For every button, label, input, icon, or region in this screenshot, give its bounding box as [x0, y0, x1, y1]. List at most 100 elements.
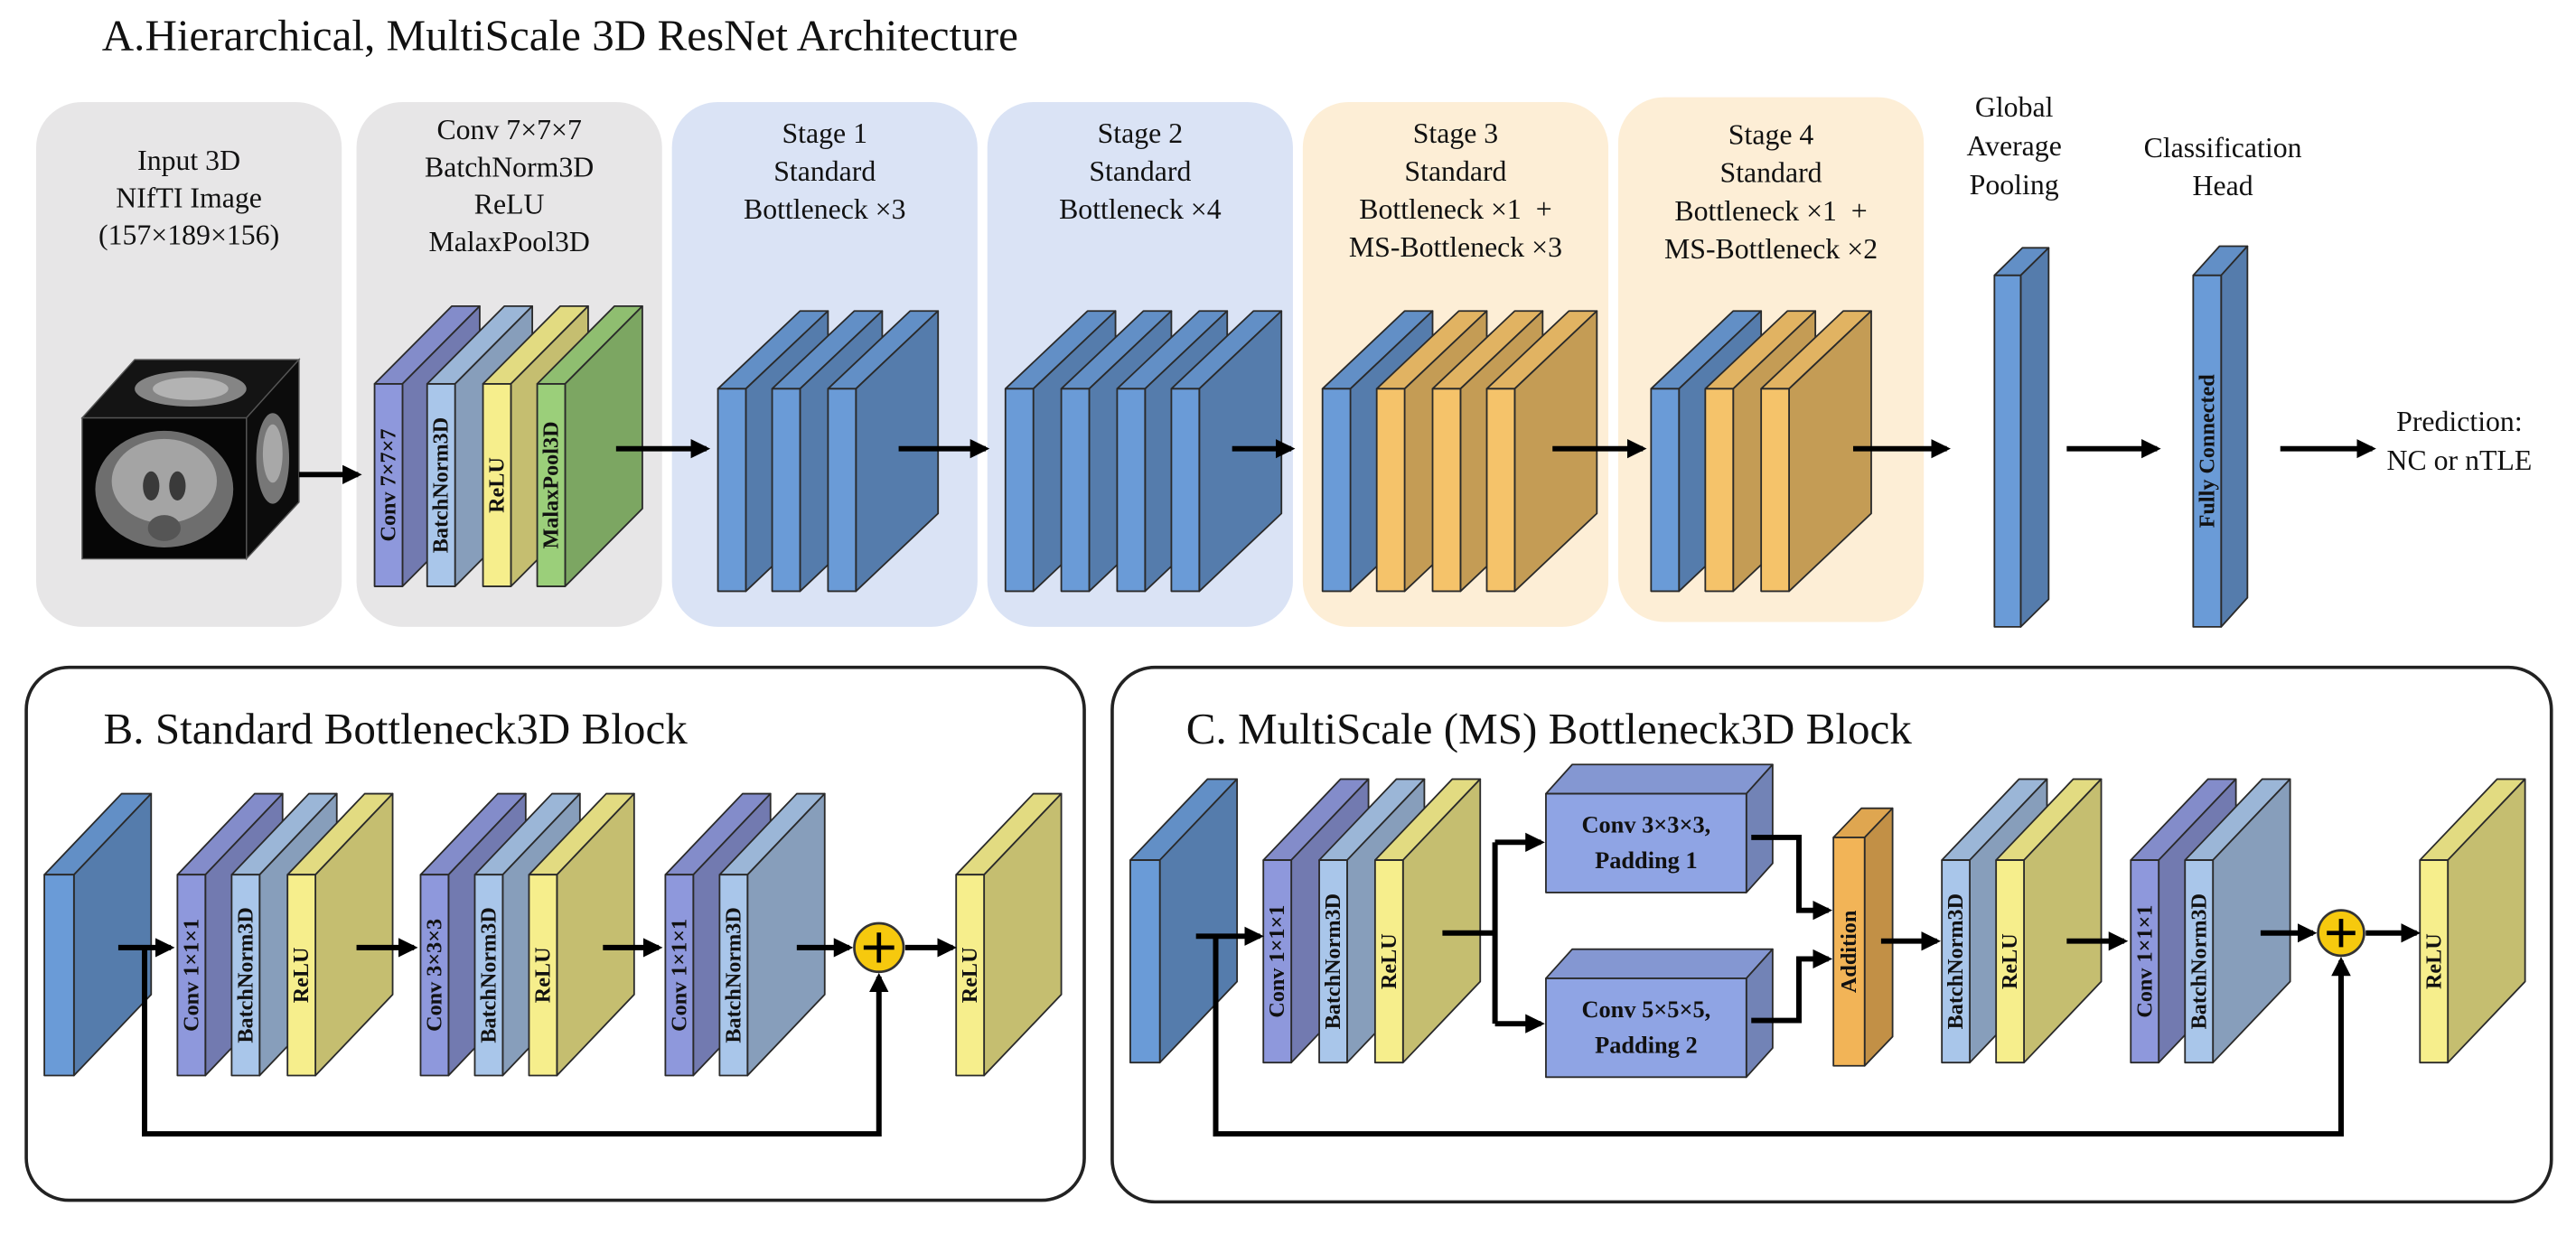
- ms-layer-slab: ReLU: [2419, 778, 2526, 1064]
- panel-c-title: C. MultiScale (MS) Bottleneck3D Block: [1186, 705, 1913, 753]
- slab-label: MalaxPool3D: [539, 421, 563, 548]
- slab-front-face: [1004, 388, 1035, 593]
- slab-front-face: [1650, 388, 1681, 593]
- brainstem: [147, 515, 182, 541]
- header-line: (157×189×156): [98, 220, 279, 251]
- slab-side-face: [2220, 245, 2249, 628]
- ms-layer-slab: ReLU: [1373, 778, 1482, 1064]
- pooling-label-line: Pooling: [1970, 169, 2059, 201]
- pooling-label-line: Average: [1966, 130, 2061, 162]
- header-line: Stage 2: [1098, 117, 1183, 149]
- slab-side-face: [1863, 807, 1894, 1067]
- global-average-pooling-slab: [1993, 247, 2050, 628]
- slab-front-face: [718, 874, 749, 1077]
- slab-front-face: [419, 874, 450, 1077]
- slab-front-face: [1060, 388, 1091, 593]
- slab-label: ReLU: [484, 457, 509, 513]
- header-line: Input 3D: [137, 145, 240, 176]
- slab-front-face: [2184, 859, 2215, 1064]
- header-line: ReLU: [474, 189, 545, 220]
- slab-front-face: [2419, 859, 2450, 1064]
- stage-4-block-slab: [1760, 310, 1872, 593]
- header-line: MalaxPool3D: [428, 226, 589, 257]
- slab-front-face: [1375, 388, 1406, 593]
- slab-front-face: [1995, 859, 2025, 1064]
- slab-front-face: [827, 388, 857, 593]
- ventricle-right: [169, 471, 186, 501]
- sagittal-slice-detail: [262, 424, 283, 483]
- b-skip-connection: [142, 947, 889, 1137]
- slab-front-face: [1941, 859, 1971, 1064]
- slab-front-face: [230, 874, 261, 1077]
- head-label-line: Classification: [2144, 132, 2302, 164]
- slab-front-face: [1129, 859, 1161, 1064]
- slab-label: BatchNorm3D: [2187, 893, 2211, 1029]
- slab-front-face: [771, 388, 801, 593]
- slab-front-face: [1431, 388, 1462, 593]
- slab-front-face: [1373, 859, 1404, 1064]
- stage-1-block-slab: [827, 310, 940, 593]
- slab-label: Fully Connected: [2195, 374, 2219, 528]
- slab-front-face: [1704, 388, 1735, 593]
- header-line: BatchNorm3D: [425, 152, 594, 183]
- header-line: Bottleneck ×1 +: [1359, 193, 1551, 225]
- slab-front-face: [1545, 977, 1747, 1079]
- slab-label: ReLU: [958, 947, 982, 1003]
- header-line: NIfTI Image: [116, 182, 262, 214]
- slab-label: BatchNorm3D: [429, 417, 454, 553]
- slab-front-face: [2192, 274, 2223, 628]
- slab-front-face: [2130, 859, 2160, 1064]
- bottleneck-layer-slab: BatchNorm3D: [718, 792, 826, 1077]
- header-line: Stage 4: [1728, 119, 1814, 151]
- bottleneck-layer-slab: ReLU: [286, 792, 394, 1077]
- slab-front-face: [664, 874, 695, 1077]
- c-merge-arrow-2: [1751, 949, 1833, 1024]
- header-line: Standard: [1720, 157, 1822, 189]
- brain-mri-cube-icon: [80, 358, 301, 561]
- slab-front-face: [528, 874, 558, 1077]
- ms-layer-slab: ReLU: [1995, 778, 2103, 1064]
- c-skip-connection: [1213, 936, 2351, 1137]
- slab-label: BatchNorm3D: [721, 907, 745, 1043]
- slab-top-face: [1545, 763, 1774, 795]
- plus-sign: [2327, 919, 2356, 948]
- slab-front-face: [176, 874, 207, 1077]
- slab-front-face: [1993, 274, 2022, 628]
- pooling-label-line: Global: [1975, 91, 2054, 123]
- bottleneck-layer-slab: ReLU: [528, 792, 635, 1077]
- slab-label: ReLU: [530, 947, 555, 1003]
- prediction-label-line: NC or nTLE: [2387, 444, 2533, 476]
- slab-front-face: [1262, 859, 1293, 1064]
- slab-label: ReLU: [1998, 933, 2022, 989]
- slab-label: Addition: [1837, 910, 1861, 993]
- header-line: Standard: [773, 155, 876, 187]
- conv-3x3x3-branch-box: Conv 3×3×3,Padding 1: [1545, 763, 1774, 893]
- prediction-label-line: Prediction:: [2396, 406, 2523, 437]
- fully-connected-slab: Fully Connected: [2192, 245, 2249, 628]
- stem-layer-slab: MalaxPool3D: [536, 304, 643, 587]
- slab-label: ReLU: [289, 947, 314, 1003]
- plus-sign: [863, 932, 895, 963]
- header-line: Stage 1: [782, 117, 867, 149]
- header-line: Bottleneck ×3: [744, 193, 906, 225]
- slab-front-face: [1760, 388, 1790, 593]
- slab-label: Conv 1×1×1: [667, 919, 691, 1032]
- ms-layer-slab: BatchNorm3D: [2184, 778, 2291, 1064]
- slab-label: BatchNorm3D: [233, 907, 258, 1043]
- slab-front-face: [717, 388, 747, 593]
- conv-5x5x5-branch-box: Conv 5×5×5, Padding 2: [1545, 948, 1774, 1079]
- slab-label: Conv 3×3×3: [422, 919, 446, 1032]
- slab-label: BatchNorm3D: [1321, 893, 1345, 1029]
- bottleneck-layer-slab: ReLU: [955, 792, 1063, 1077]
- slab-front-face: [473, 874, 504, 1077]
- branch-label-line: Padding 2: [1595, 1033, 1698, 1059]
- slab-label: BatchNorm3D: [476, 907, 501, 1043]
- slab-front-face: [43, 874, 75, 1077]
- branch-label-line: Conv 5×5×5,: [1581, 996, 1710, 1023]
- header-line: MS-Bottleneck ×3: [1349, 231, 1562, 263]
- header-line: Stage 3: [1413, 117, 1498, 149]
- slab-front-face: [1116, 388, 1147, 593]
- axial-slice-detail: [153, 377, 229, 400]
